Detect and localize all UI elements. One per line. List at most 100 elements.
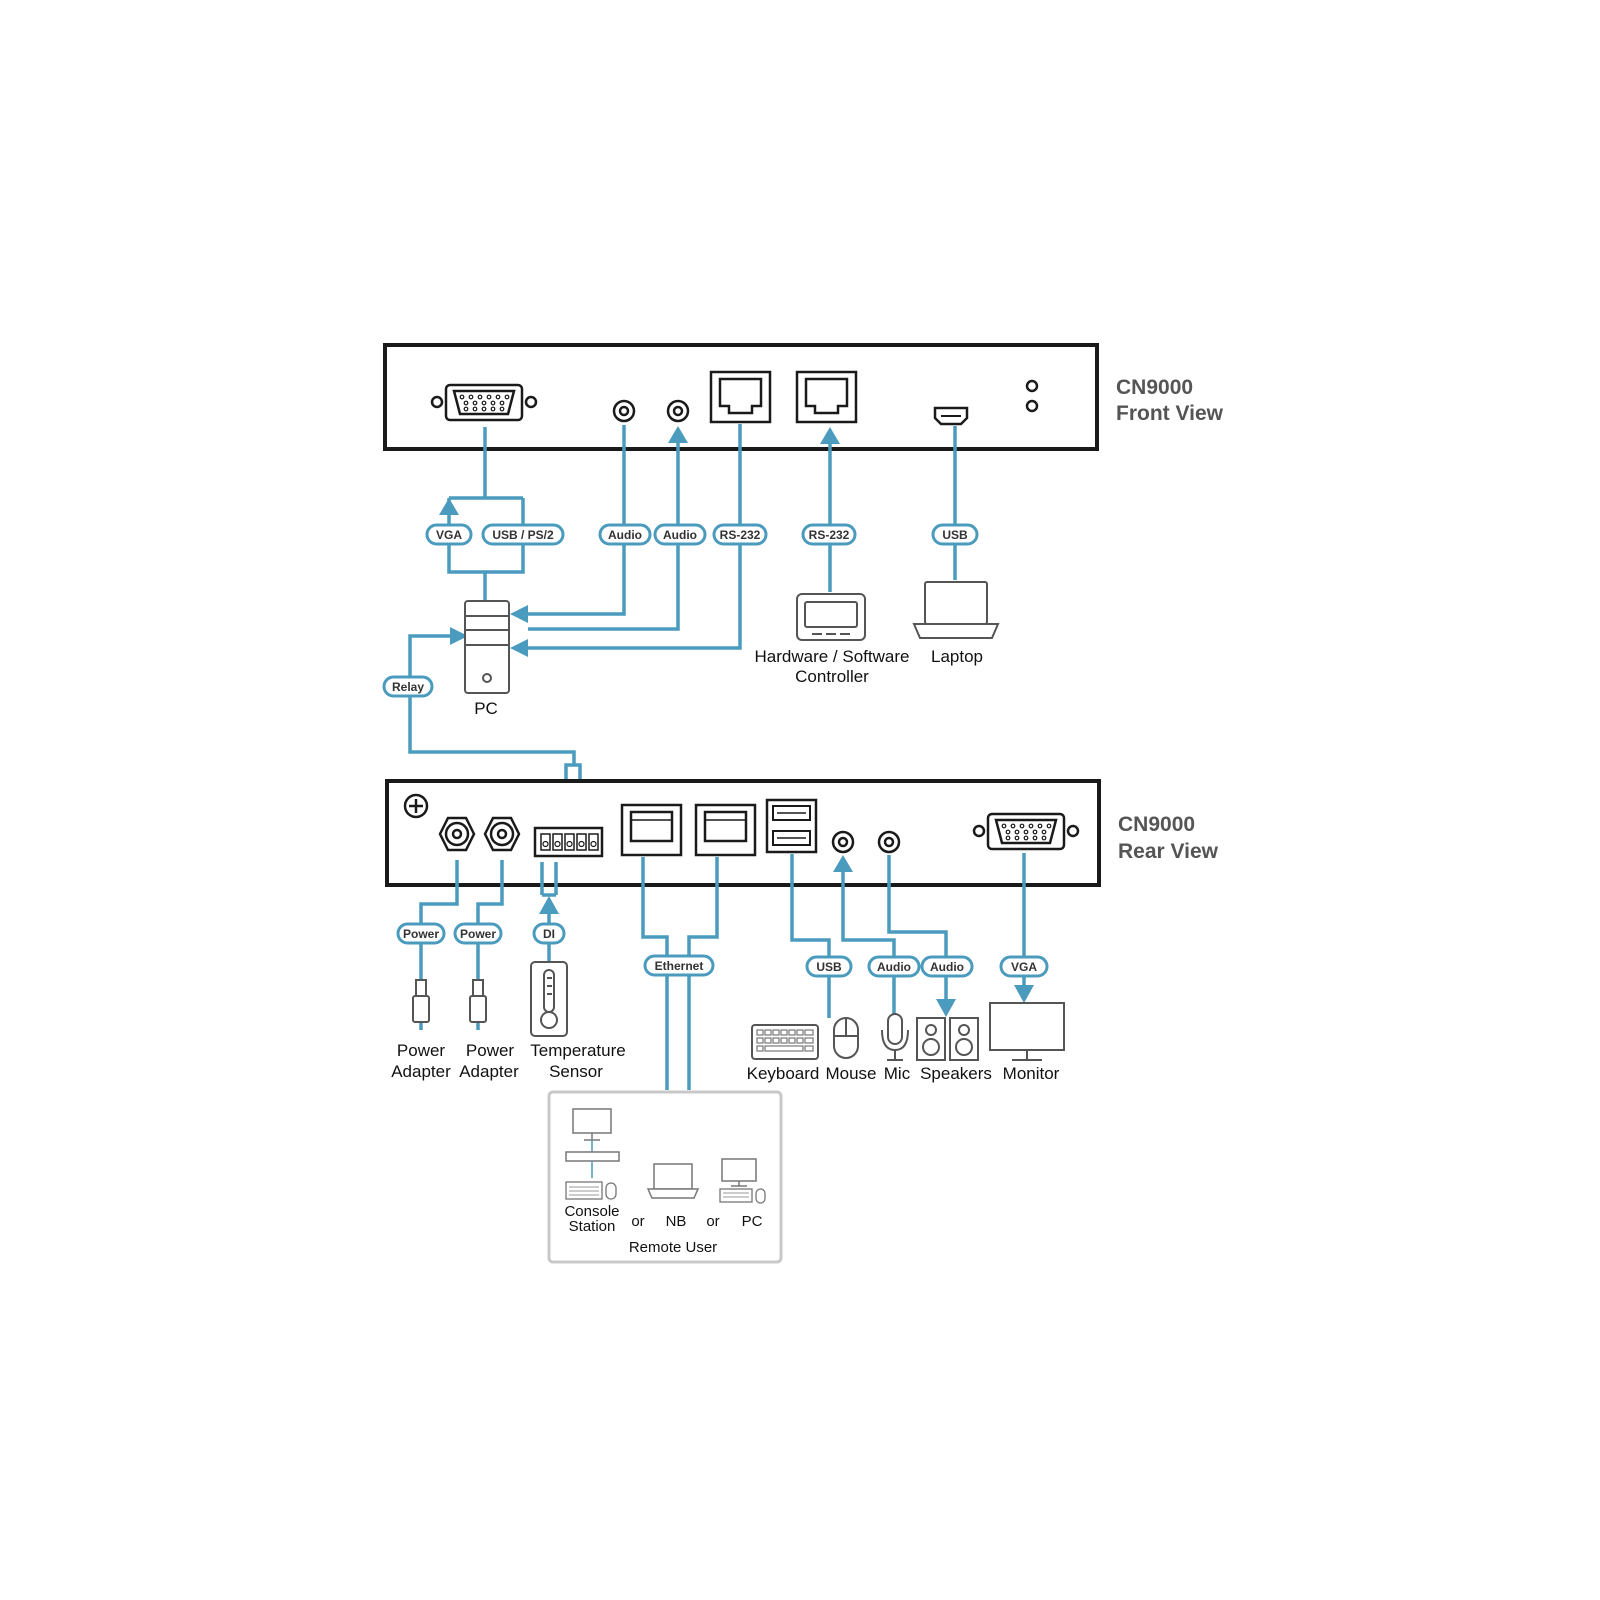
power-adapter-1-icon — [412, 979, 430, 1023]
front-model-title: CN9000 — [1116, 376, 1193, 399]
console-station-label-line2: Station — [569, 1218, 616, 1235]
power-adapter-2-icon — [469, 979, 487, 1023]
power-jack-2-icon — [483, 816, 521, 852]
front-rs232-port-1-icon — [709, 370, 772, 424]
svg-text:VGA: VGA — [1011, 960, 1037, 974]
label-usb: USB — [931, 523, 979, 546]
arrow-vga-up — [439, 498, 459, 515]
remote-user-title: Remote User — [629, 1239, 717, 1256]
label-usb-ps2: USB / PS/2 — [481, 523, 565, 546]
mouse-icon — [833, 1017, 859, 1059]
keyboard-icon — [751, 1024, 819, 1060]
label-rear-audio-1: Audio — [867, 955, 921, 978]
svg-text:Power: Power — [403, 927, 439, 941]
or-label-2: or — [706, 1213, 719, 1230]
label-audio-2: Audio — [653, 523, 707, 546]
arrow-rs232-left — [510, 639, 528, 657]
arrow-audio1-left — [510, 605, 528, 623]
label-rear-usb: USB — [805, 955, 853, 978]
or-label-1: or — [631, 1213, 644, 1230]
controller-label-line1: Hardware / Software — [755, 647, 910, 666]
front-cable-labels: VGA USB / PS/2 Audio Audio RS-232 RS-232… — [382, 523, 979, 698]
console-station-label-line1: Console — [564, 1203, 619, 1220]
svg-text:DI: DI — [543, 927, 555, 941]
console-station-icon — [565, 1108, 620, 1200]
power-adapter-1-label-line2: Adapter — [391, 1062, 451, 1081]
label-rear-audio-2: Audio — [920, 955, 974, 978]
front-vga-port-icon — [430, 383, 538, 422]
front-view-title: Front View — [1116, 402, 1224, 425]
front-led-2-icon — [1025, 399, 1039, 413]
svg-text:USB: USB — [942, 528, 968, 542]
rear-vga-port-icon — [972, 812, 1080, 851]
monitor-icon — [989, 1002, 1065, 1061]
front-audio-jack-1-icon — [612, 399, 636, 423]
speakers-label: Speakers — [920, 1064, 992, 1083]
label-rs232-2: RS-232 — [801, 523, 857, 546]
ground-screw-icon — [403, 793, 429, 819]
label-rs232-1: RS-232 — [712, 523, 768, 546]
label-di: DI — [532, 922, 566, 945]
lan-port-1-icon — [620, 803, 683, 857]
svg-text:Power: Power — [460, 927, 496, 941]
arrow-monitor-down — [1014, 985, 1034, 1003]
terminal-block-icon — [533, 826, 604, 858]
svg-text:RS-232: RS-232 — [720, 528, 761, 542]
speakers-icon — [916, 1017, 979, 1061]
nb-label: NB — [666, 1213, 687, 1230]
laptop-label: Laptop — [931, 647, 983, 666]
arrow-audio2-up — [668, 426, 688, 443]
rear-audio-jack-1-icon — [831, 830, 855, 854]
rear-panel — [385, 779, 1101, 887]
svg-text:USB: USB — [816, 960, 842, 974]
svg-text:Audio: Audio — [877, 960, 911, 974]
svg-text:Audio: Audio — [663, 528, 697, 542]
svg-text:RS-232: RS-232 — [809, 528, 850, 542]
arrow-rs232-2-up — [820, 427, 840, 444]
remote-pc-label: PC — [742, 1213, 763, 1230]
mouse-label: Mouse — [825, 1064, 876, 1083]
remote-pc-icon — [719, 1158, 766, 1204]
mic-icon — [881, 1013, 909, 1061]
svg-text:Audio: Audio — [930, 960, 964, 974]
label-power-1: Power — [396, 922, 446, 945]
lan-port-2-icon — [694, 803, 757, 857]
pc-tower-icon — [464, 600, 510, 694]
front-rs232-port-2-icon — [795, 370, 858, 424]
arrow-relay-right — [450, 627, 468, 645]
power-adapter-1-label-line1: Power — [397, 1041, 446, 1060]
front-led-1-icon — [1025, 379, 1039, 393]
controller-label-line2: Controller — [795, 667, 869, 686]
front-audio-jack-2-icon — [666, 399, 690, 423]
temperature-sensor-icon — [530, 961, 568, 1037]
label-relay: Relay — [382, 675, 434, 698]
pc-label: PC — [474, 699, 498, 718]
label-vga: VGA — [425, 523, 473, 546]
svg-text:USB / PS/2: USB / PS/2 — [492, 528, 554, 542]
mic-label: Mic — [884, 1064, 911, 1083]
rear-model-title: CN9000 — [1118, 813, 1195, 836]
rear-view-title: Rear View — [1118, 840, 1219, 863]
laptop-icon — [912, 581, 1000, 639]
rear-cable-labels: Power Power DI Ethernet USB Audio Audio … — [396, 922, 1049, 978]
svg-text:Relay: Relay — [392, 680, 424, 694]
label-rear-vga: VGA — [999, 955, 1049, 978]
temperature-sensor-label-line2: Sensor — [549, 1062, 603, 1081]
monitor-label: Monitor — [1003, 1064, 1060, 1083]
remote-user-box: Console Station or NB or PC Remote User — [547, 1090, 783, 1264]
notebook-icon — [646, 1163, 700, 1199]
svg-text:Audio: Audio — [608, 528, 642, 542]
label-power-2: Power — [453, 922, 503, 945]
controller-icon — [796, 593, 866, 641]
arrow-speakers-down — [936, 999, 956, 1017]
front-usb-port-icon — [933, 406, 969, 426]
rear-usb-ports-icon — [765, 798, 818, 854]
svg-text:VGA: VGA — [436, 528, 462, 542]
rear-audio-jack-2-icon — [877, 830, 901, 854]
arrow-di-up — [539, 896, 559, 914]
power-jack-1-icon — [438, 816, 476, 852]
arrow-mic-up — [833, 855, 853, 872]
keyboard-label: Keyboard — [747, 1064, 820, 1083]
svg-text:Ethernet: Ethernet — [655, 959, 704, 973]
